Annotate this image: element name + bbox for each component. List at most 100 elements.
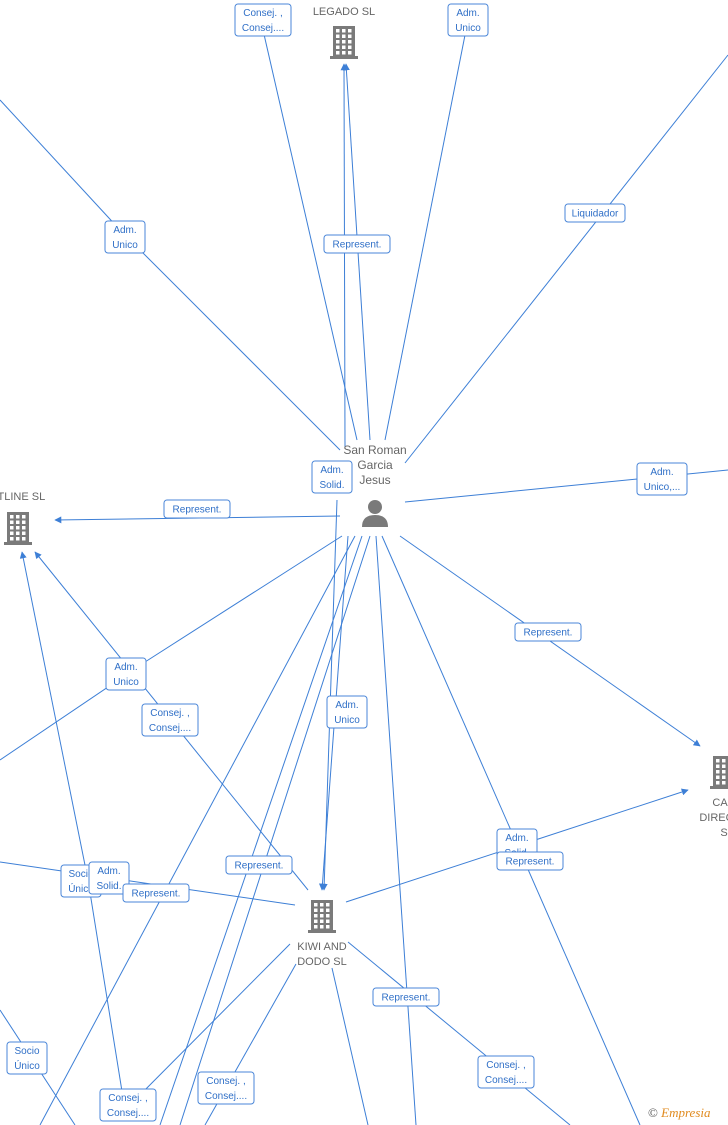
edge-label-text: Represent. (132, 889, 181, 900)
edge-line (347, 941, 571, 1125)
edge-label-box (311, 460, 353, 494)
edge-label[interactable]: Adm. Unico (105, 657, 147, 691)
edge-line (119, 229, 341, 451)
edge-label[interactable]: Adm.Unico,... (636, 462, 688, 496)
edge-line (179, 535, 371, 1125)
edge-label-box (122, 883, 190, 903)
edge-label-text: Socio (14, 1046, 39, 1057)
edge-label-text: Solid. (96, 881, 121, 892)
edge-label[interactable]: Consej. ,Consej.... (477, 1055, 535, 1089)
node-label: Jesus (359, 473, 390, 487)
edge-label[interactable]: Liquidador (564, 203, 626, 223)
edge-label[interactable]: Represent. (163, 499, 231, 519)
edge-label-text: Unico (113, 677, 139, 688)
edge-label-text: Único (14, 1059, 40, 1072)
watermark: © Empresia (648, 1105, 728, 1121)
edge-label[interactable]: Consej. , Consej.... (141, 703, 199, 737)
person-icon (362, 500, 388, 527)
edges (0, 29, 728, 1125)
edge-label-box (105, 657, 147, 691)
edge-line (340, 63, 348, 448)
edge-label-text: Adm. (505, 833, 528, 844)
node-label: LEGADO SL (313, 6, 375, 18)
edge-label-box (372, 987, 440, 1007)
node-label: KIWI AND (297, 941, 347, 953)
edge-line (331, 967, 369, 1125)
edge-line (375, 535, 417, 1125)
edge-label-box (636, 462, 688, 496)
node-label: Garcia (357, 458, 393, 472)
edge-label[interactable]: Represent. (514, 622, 582, 642)
edge-label-text: Adm. (335, 700, 358, 711)
edge-label-text: Unico (112, 240, 138, 251)
edge-line (262, 29, 358, 441)
edge-label[interactable]: Adm.Unico (326, 695, 368, 729)
edge-label-box (496, 851, 564, 871)
edge-label-box (225, 855, 293, 875)
node-label: DODO SL (297, 956, 347, 968)
node-label: CAR (712, 797, 728, 809)
edge-label-text: Adm. (113, 225, 136, 236)
node-label: DIRECTO (699, 812, 728, 824)
edge-label[interactable]: Adm.Solid. (88, 861, 130, 895)
edge-label-text: Represent. (333, 240, 382, 251)
node-label: San Roman (343, 443, 406, 457)
edge-label-text: Socio (68, 869, 93, 880)
edge-line (159, 535, 363, 1125)
edge-label-text: Represent. (382, 993, 431, 1004)
edge-label[interactable]: Consej. ,Consej.... (197, 1071, 255, 1105)
edge-label[interactable]: Adm. Unico (447, 3, 489, 37)
edge-label-text: Consej.... (149, 723, 191, 734)
edge-label-box (99, 1088, 157, 1122)
edge-label-box (564, 203, 626, 223)
edge-label-box (104, 220, 146, 254)
edge-label-box (163, 499, 231, 519)
edge-label-text: Consej.... (107, 1108, 149, 1119)
edge-label-text: Consej.... (485, 1075, 527, 1086)
edge-label-box (477, 1055, 535, 1089)
node-kiwi[interactable]: KIWI AND DODO SL (297, 900, 347, 968)
brand-name: Empresia (661, 1105, 711, 1120)
edge-label-text: Consej. , (243, 8, 282, 19)
node-label: FTLINE SL (0, 491, 45, 503)
edge-label-box (141, 703, 199, 737)
building-icon (710, 756, 728, 789)
edge-label-text: Unico (455, 23, 481, 34)
edge-label[interactable]: Represent. (323, 234, 391, 254)
node-label: S (720, 827, 727, 839)
edge-line (0, 99, 121, 231)
edge-label-box (234, 3, 292, 37)
edge-label[interactable]: Represent. (122, 883, 190, 903)
edge-label-text: Adm. (456, 8, 479, 19)
edge-label[interactable]: Represent. (496, 851, 564, 871)
edge-label-text: Adm. (114, 662, 137, 673)
edge-line (384, 29, 467, 441)
node-carmen[interactable]: CAR DIRECTO S (699, 756, 728, 839)
building-icon (308, 900, 336, 933)
edge-label[interactable]: Consej. ,Consej.... (234, 3, 292, 37)
edge-label-text: Consej. , (150, 708, 189, 719)
edge-label-box (514, 622, 582, 642)
edge-label-text: Liquidador (572, 209, 619, 220)
edge-label[interactable]: Adm. Unico (104, 220, 146, 254)
edge-label[interactable]: Represent. (372, 987, 440, 1007)
edge-label-text: Adm. (650, 467, 673, 478)
node-softline[interactable]: FTLINE SL (0, 491, 45, 545)
edge-label[interactable]: Consej. , Consej.... (99, 1088, 157, 1122)
edge-label-text: Represent. (524, 628, 573, 639)
edge-line (320, 499, 338, 891)
edge-label[interactable]: Adm.Solid. (311, 460, 353, 494)
edge-line (144, 535, 343, 663)
edge-label-text: Consej. , (108, 1093, 147, 1104)
node-legado[interactable]: LEGADO SL (313, 6, 375, 59)
edge-label-box (447, 3, 489, 37)
building-icon (4, 512, 32, 545)
edge-label[interactable]: Represent. (225, 855, 293, 875)
edge-label-box (6, 1041, 48, 1075)
edge-label-text: Consej. , (206, 1076, 245, 1087)
